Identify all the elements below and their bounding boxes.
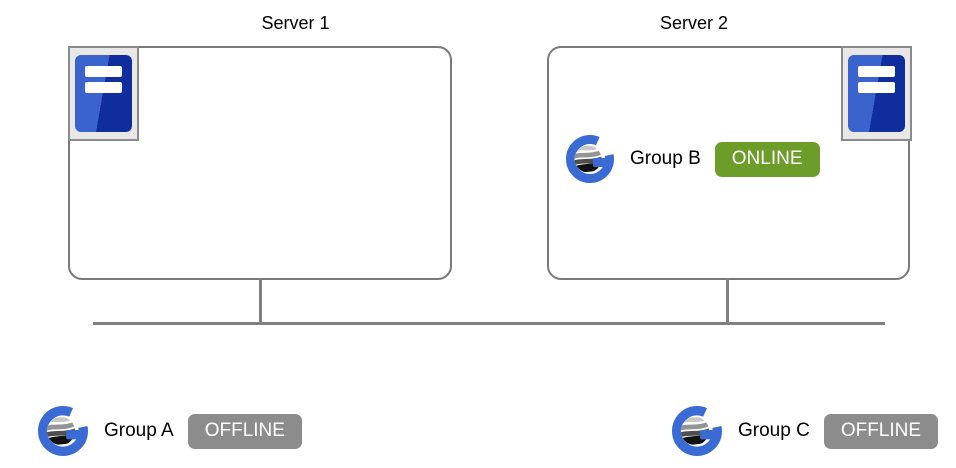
group-b-label: Group B <box>630 148 701 169</box>
server-slot-bar <box>85 66 122 77</box>
group-a-label: Group A <box>104 420 174 441</box>
server1-title: Server 1 <box>261 13 330 33</box>
group-a-row: Group A OFFLINE <box>38 406 302 456</box>
server-tower-body <box>848 55 905 132</box>
server-tower-body <box>75 55 132 132</box>
server-slot-bar <box>858 66 895 77</box>
group-c-label: Group C <box>738 420 810 441</box>
server-slot-bar <box>85 82 122 93</box>
server2-network-connector <box>726 278 729 322</box>
g-globe-logo-icon <box>672 406 722 456</box>
server-tower-icon <box>68 46 139 141</box>
group-b-row: Group B ONLINE <box>566 134 820 184</box>
group-c-status-badge: OFFLINE <box>823 413 939 449</box>
group-c-row: Group C OFFLINE <box>672 406 939 456</box>
network-bus-line <box>93 322 885 325</box>
server-slot-bar <box>858 82 895 93</box>
g-globe-logo-icon <box>566 135 614 183</box>
server2-title: Server 2 <box>659 13 729 33</box>
server-tower-icon <box>841 46 912 141</box>
g-globe-logo-icon <box>38 406 88 456</box>
group-a-status-badge: OFFLINE <box>187 413 302 449</box>
server1-network-connector <box>259 278 262 322</box>
group-b-status-badge: ONLINE <box>714 141 820 177</box>
